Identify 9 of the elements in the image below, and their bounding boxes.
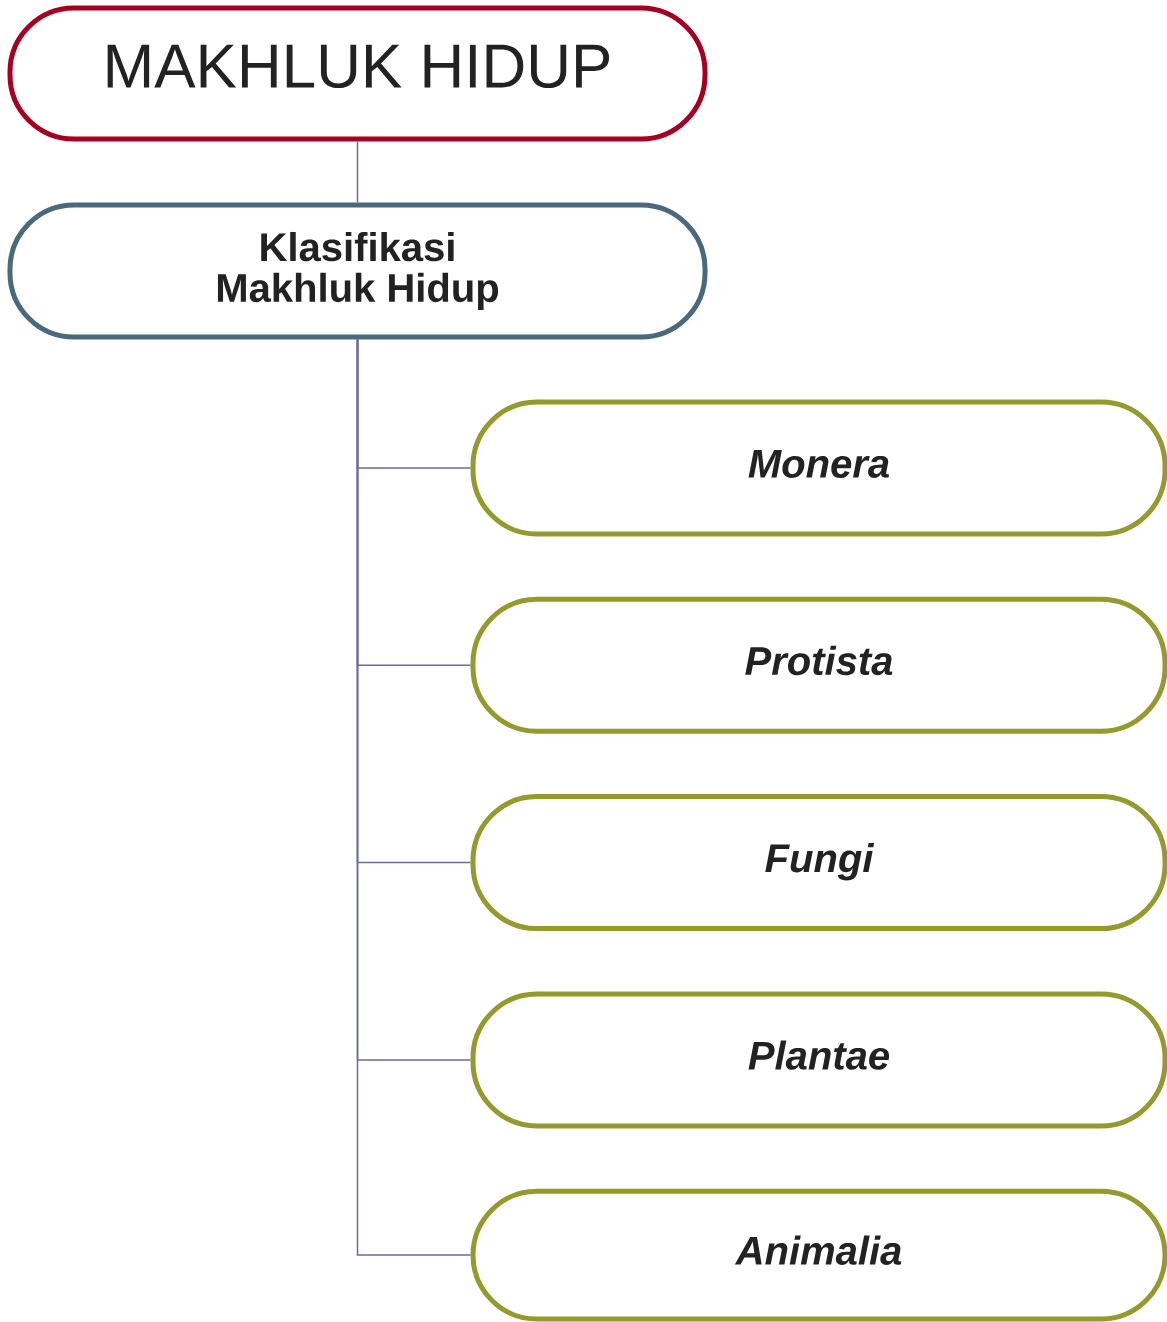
- connector-line: [356, 338, 472, 1256]
- connector-line: [356, 140, 359, 204]
- kingdom-box: Protista: [470, 596, 1167, 734]
- kingdom-box: Fungi: [470, 794, 1167, 932]
- kingdom-box: Animalia: [470, 1188, 1167, 1322]
- kingdom-box: Plantae: [470, 991, 1167, 1129]
- category-box: Klasifikasi Makhluk Hidup: [7, 202, 708, 340]
- title-box: MAKHLUK HIDUP: [7, 5, 708, 142]
- kingdom-box: Monera: [470, 399, 1167, 537]
